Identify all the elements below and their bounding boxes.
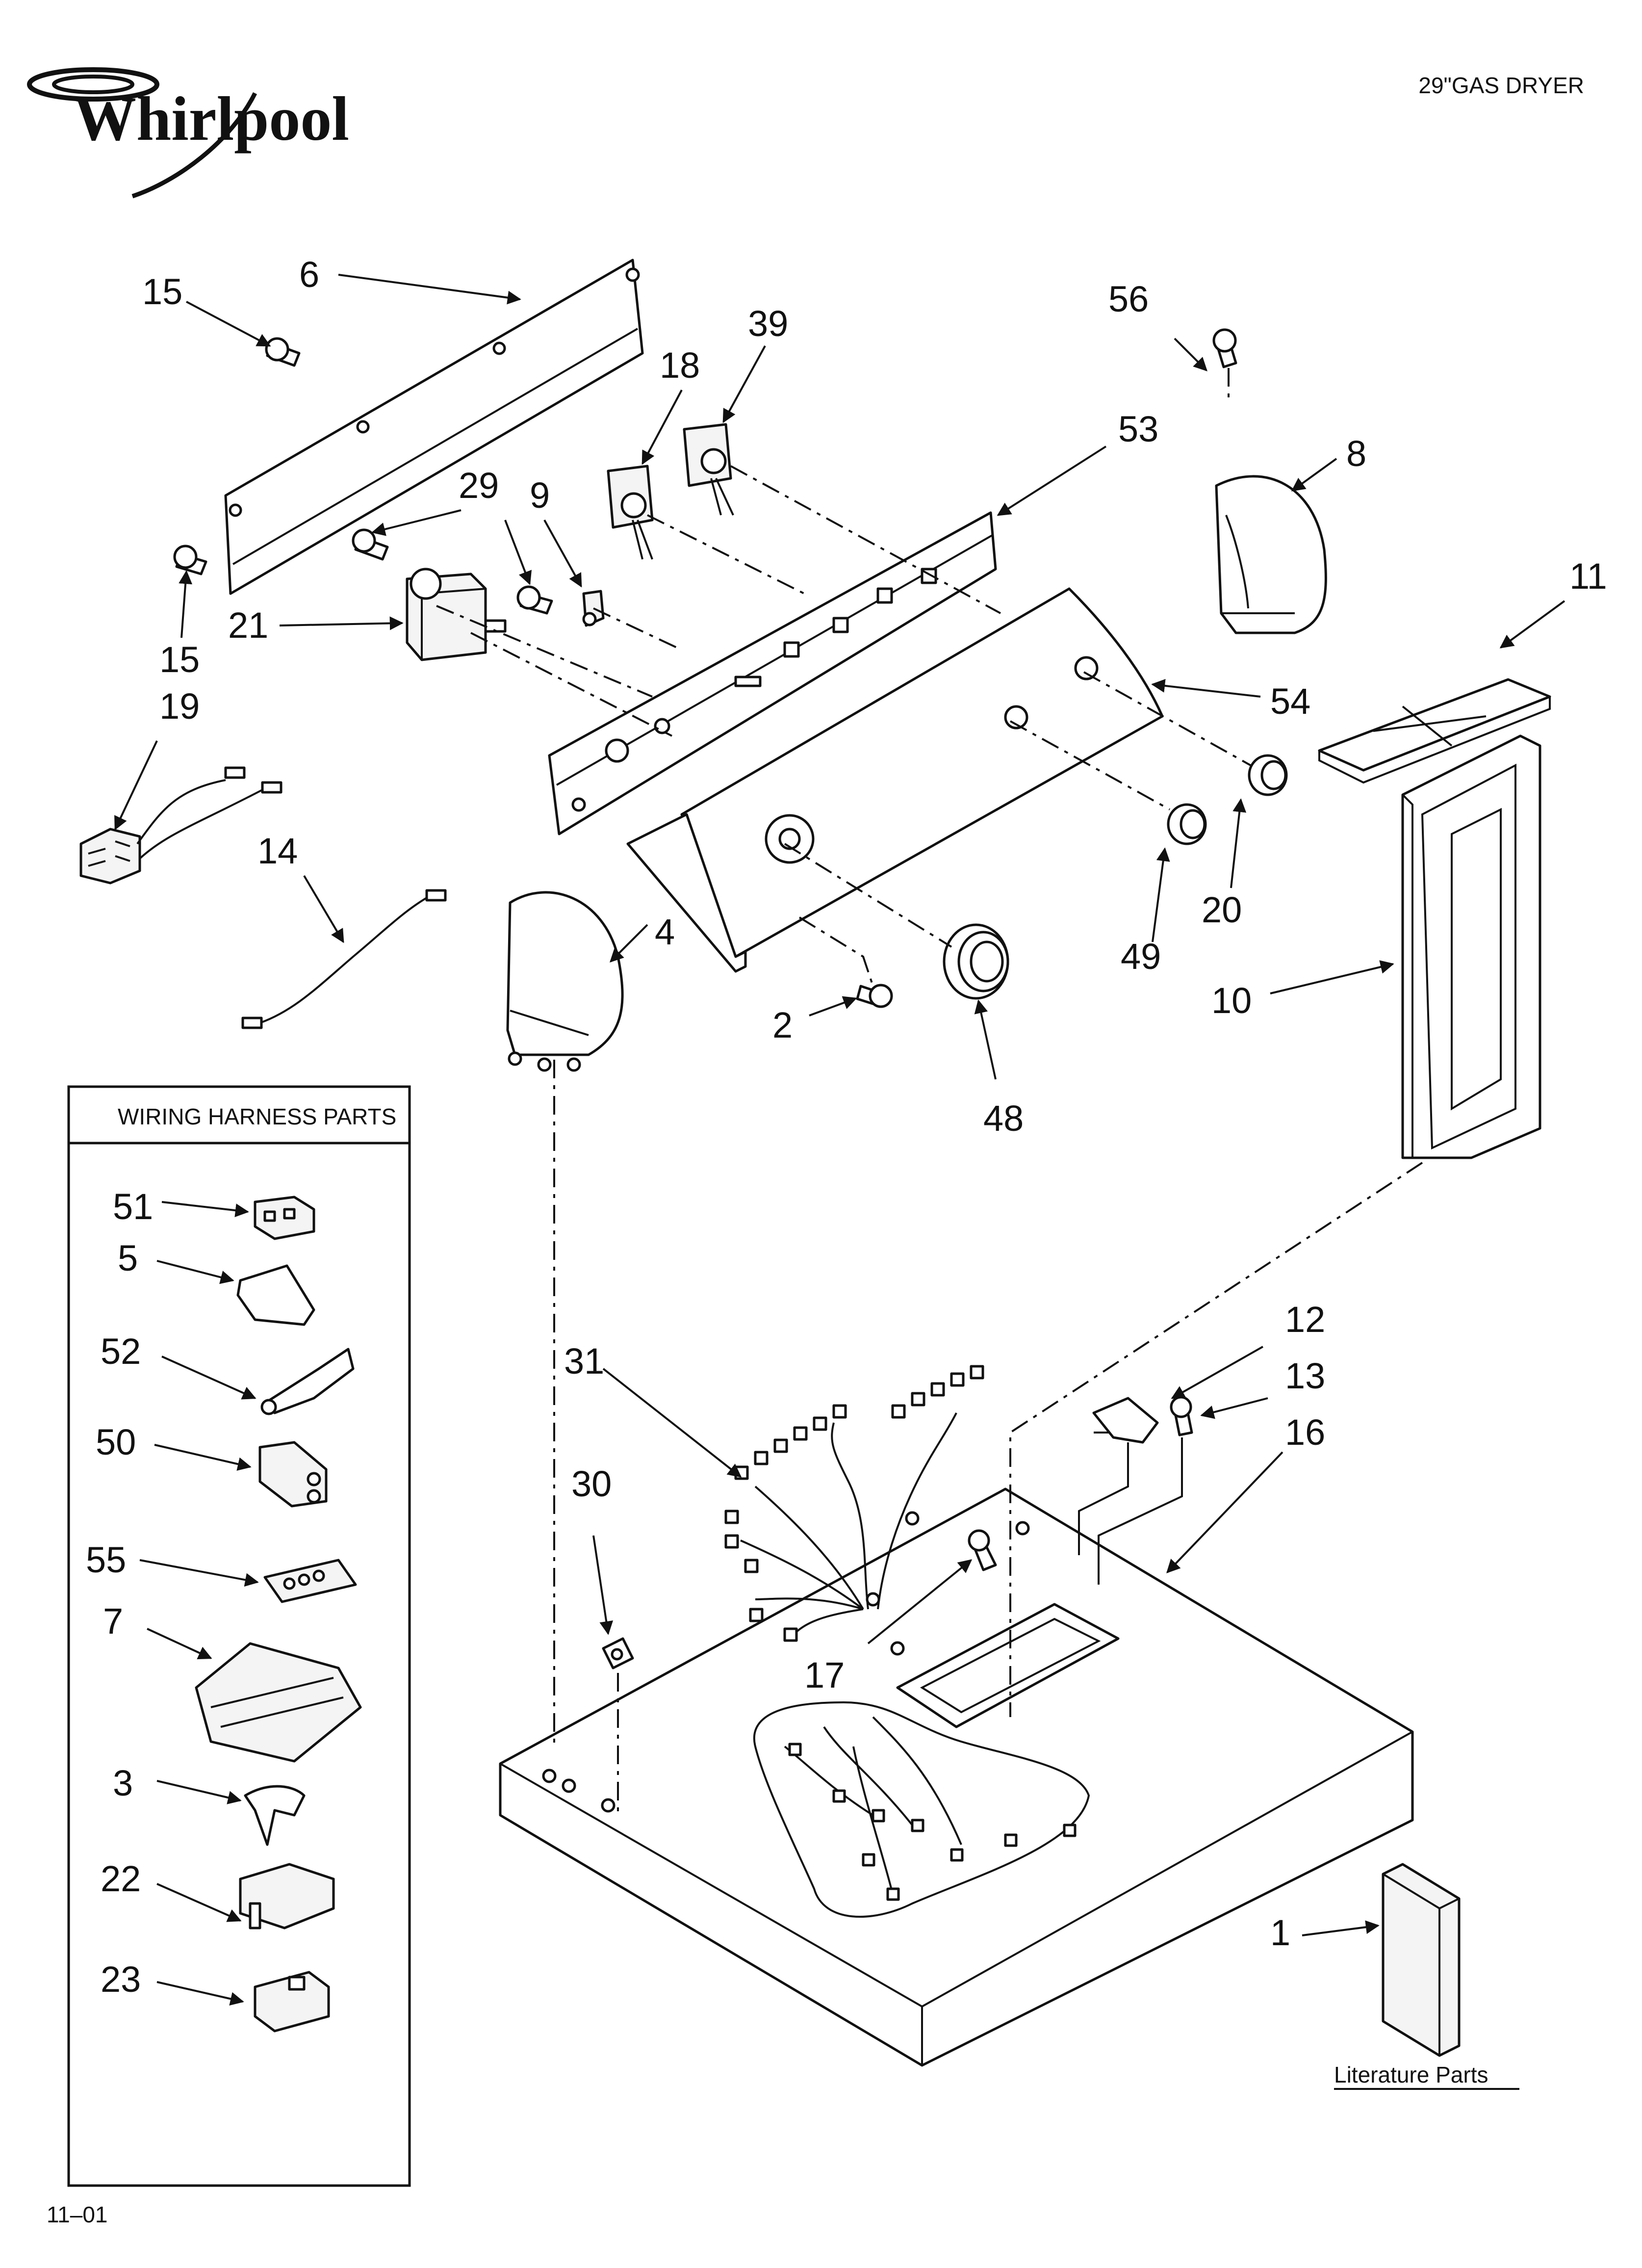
callout-31: 31 [564,1341,604,1382]
end-cap-left [506,891,624,1072]
callout-9: 9 [530,475,550,516]
callout-30: 30 [571,1463,612,1504]
whirlpool-swirl-logo-icon [27,67,257,199]
screw-15-upper [265,337,301,367]
callout-6: 6 [299,254,319,295]
screw-2 [856,984,893,1008]
callout-53: 53 [1118,409,1158,449]
callout-55: 55 [86,1539,126,1580]
callout-numbers: 15 6 56 39 18 53 8 29 9 11 21 15 54 19 2… [86,254,1607,2000]
wiring-box-title: WIRING HARNESS PARTS [118,1104,396,1129]
wiring-harness-19 [79,766,282,885]
part-22-connector [239,1863,335,1929]
screw-15-lower [173,545,207,575]
callout-16: 16 [1285,1412,1325,1453]
callout-20: 20 [1202,889,1242,930]
callout-51: 51 [113,1186,153,1227]
knob-49 [1167,803,1207,845]
literature-parts-label: Literature Parts [1334,2062,1488,2087]
lint-filter-housing [1401,734,1541,1159]
callout-1: 1 [1270,1912,1290,1953]
callout-7: 7 [103,1601,123,1642]
callout-23: 23 [101,1959,141,2000]
callout-5: 5 [118,1238,138,1278]
callout-39: 39 [748,303,788,344]
knob-20 [1248,754,1288,796]
knob-48 [943,923,1009,1000]
footer-code: 11–01 [47,2202,108,2227]
callout-3: 3 [113,1763,133,1803]
callout-50: 50 [96,1422,136,1462]
callout-17: 17 [804,1655,845,1695]
screw-9 [516,585,553,615]
lint-filter [1318,678,1551,784]
diagram-title: 29"GAS DRYER [1418,73,1584,98]
callout-11: 11 [1569,556,1607,597]
alignment-lines [436,368,1423,1815]
whirlpool-logo: Whirlpool [27,67,349,199]
console-back-panel [224,259,644,595]
timer [406,568,507,661]
part-51-connector [254,1196,315,1240]
screw-29 [352,528,389,561]
part-7-terminal-block [195,1642,362,1763]
screw-13 [1098,1396,1193,1585]
literature-pack [1382,1863,1461,2057]
console [626,587,1164,973]
brand-name: Whirlpool [74,84,349,154]
callout-4: 4 [655,912,675,952]
screw-56 [1212,328,1237,368]
part-52-terminal [260,1348,355,1415]
leader-arrows [114,274,1565,2006]
callout-48: 48 [983,1098,1024,1139]
part-3-clip [244,1785,306,1846]
callout-21: 21 [228,605,268,646]
wiring-harness-parts-box: WIRING HARNESS PARTS [67,1085,411,2187]
part-50-connector [258,1441,328,1508]
part-55-connector [263,1559,357,1603]
callout-10: 10 [1211,980,1252,1021]
callout-8: 8 [1346,433,1366,474]
callout-14: 14 [257,831,298,871]
callout-22: 22 [101,1858,141,1899]
callout-12: 12 [1285,1299,1325,1340]
control-panel [548,511,997,835]
callout-29: 29 [459,465,499,506]
part-5-clip [236,1264,315,1326]
callout-49: 49 [1121,936,1161,977]
callout-19: 19 [159,686,200,727]
switch-18 [607,465,654,560]
callout-15-lower: 15 [159,639,200,680]
callout-2: 2 [772,1005,793,1045]
callout-56: 56 [1108,279,1149,319]
callout-18: 18 [660,345,700,386]
end-cap-right [1215,475,1327,634]
bracket-12 [1078,1397,1159,1555]
part-23-connector [254,1971,330,2033]
switch-39 [683,423,734,516]
callout-54: 54 [1270,681,1310,722]
callout-15-upper: 15 [142,271,182,312]
wire-14 [241,889,447,1029]
part-30-clip [602,1637,634,1669]
screw-17 [968,1529,997,1571]
callout-52: 52 [101,1331,141,1372]
callout-13: 13 [1285,1356,1325,1396]
base-top-panel [499,1487,1414,2067]
